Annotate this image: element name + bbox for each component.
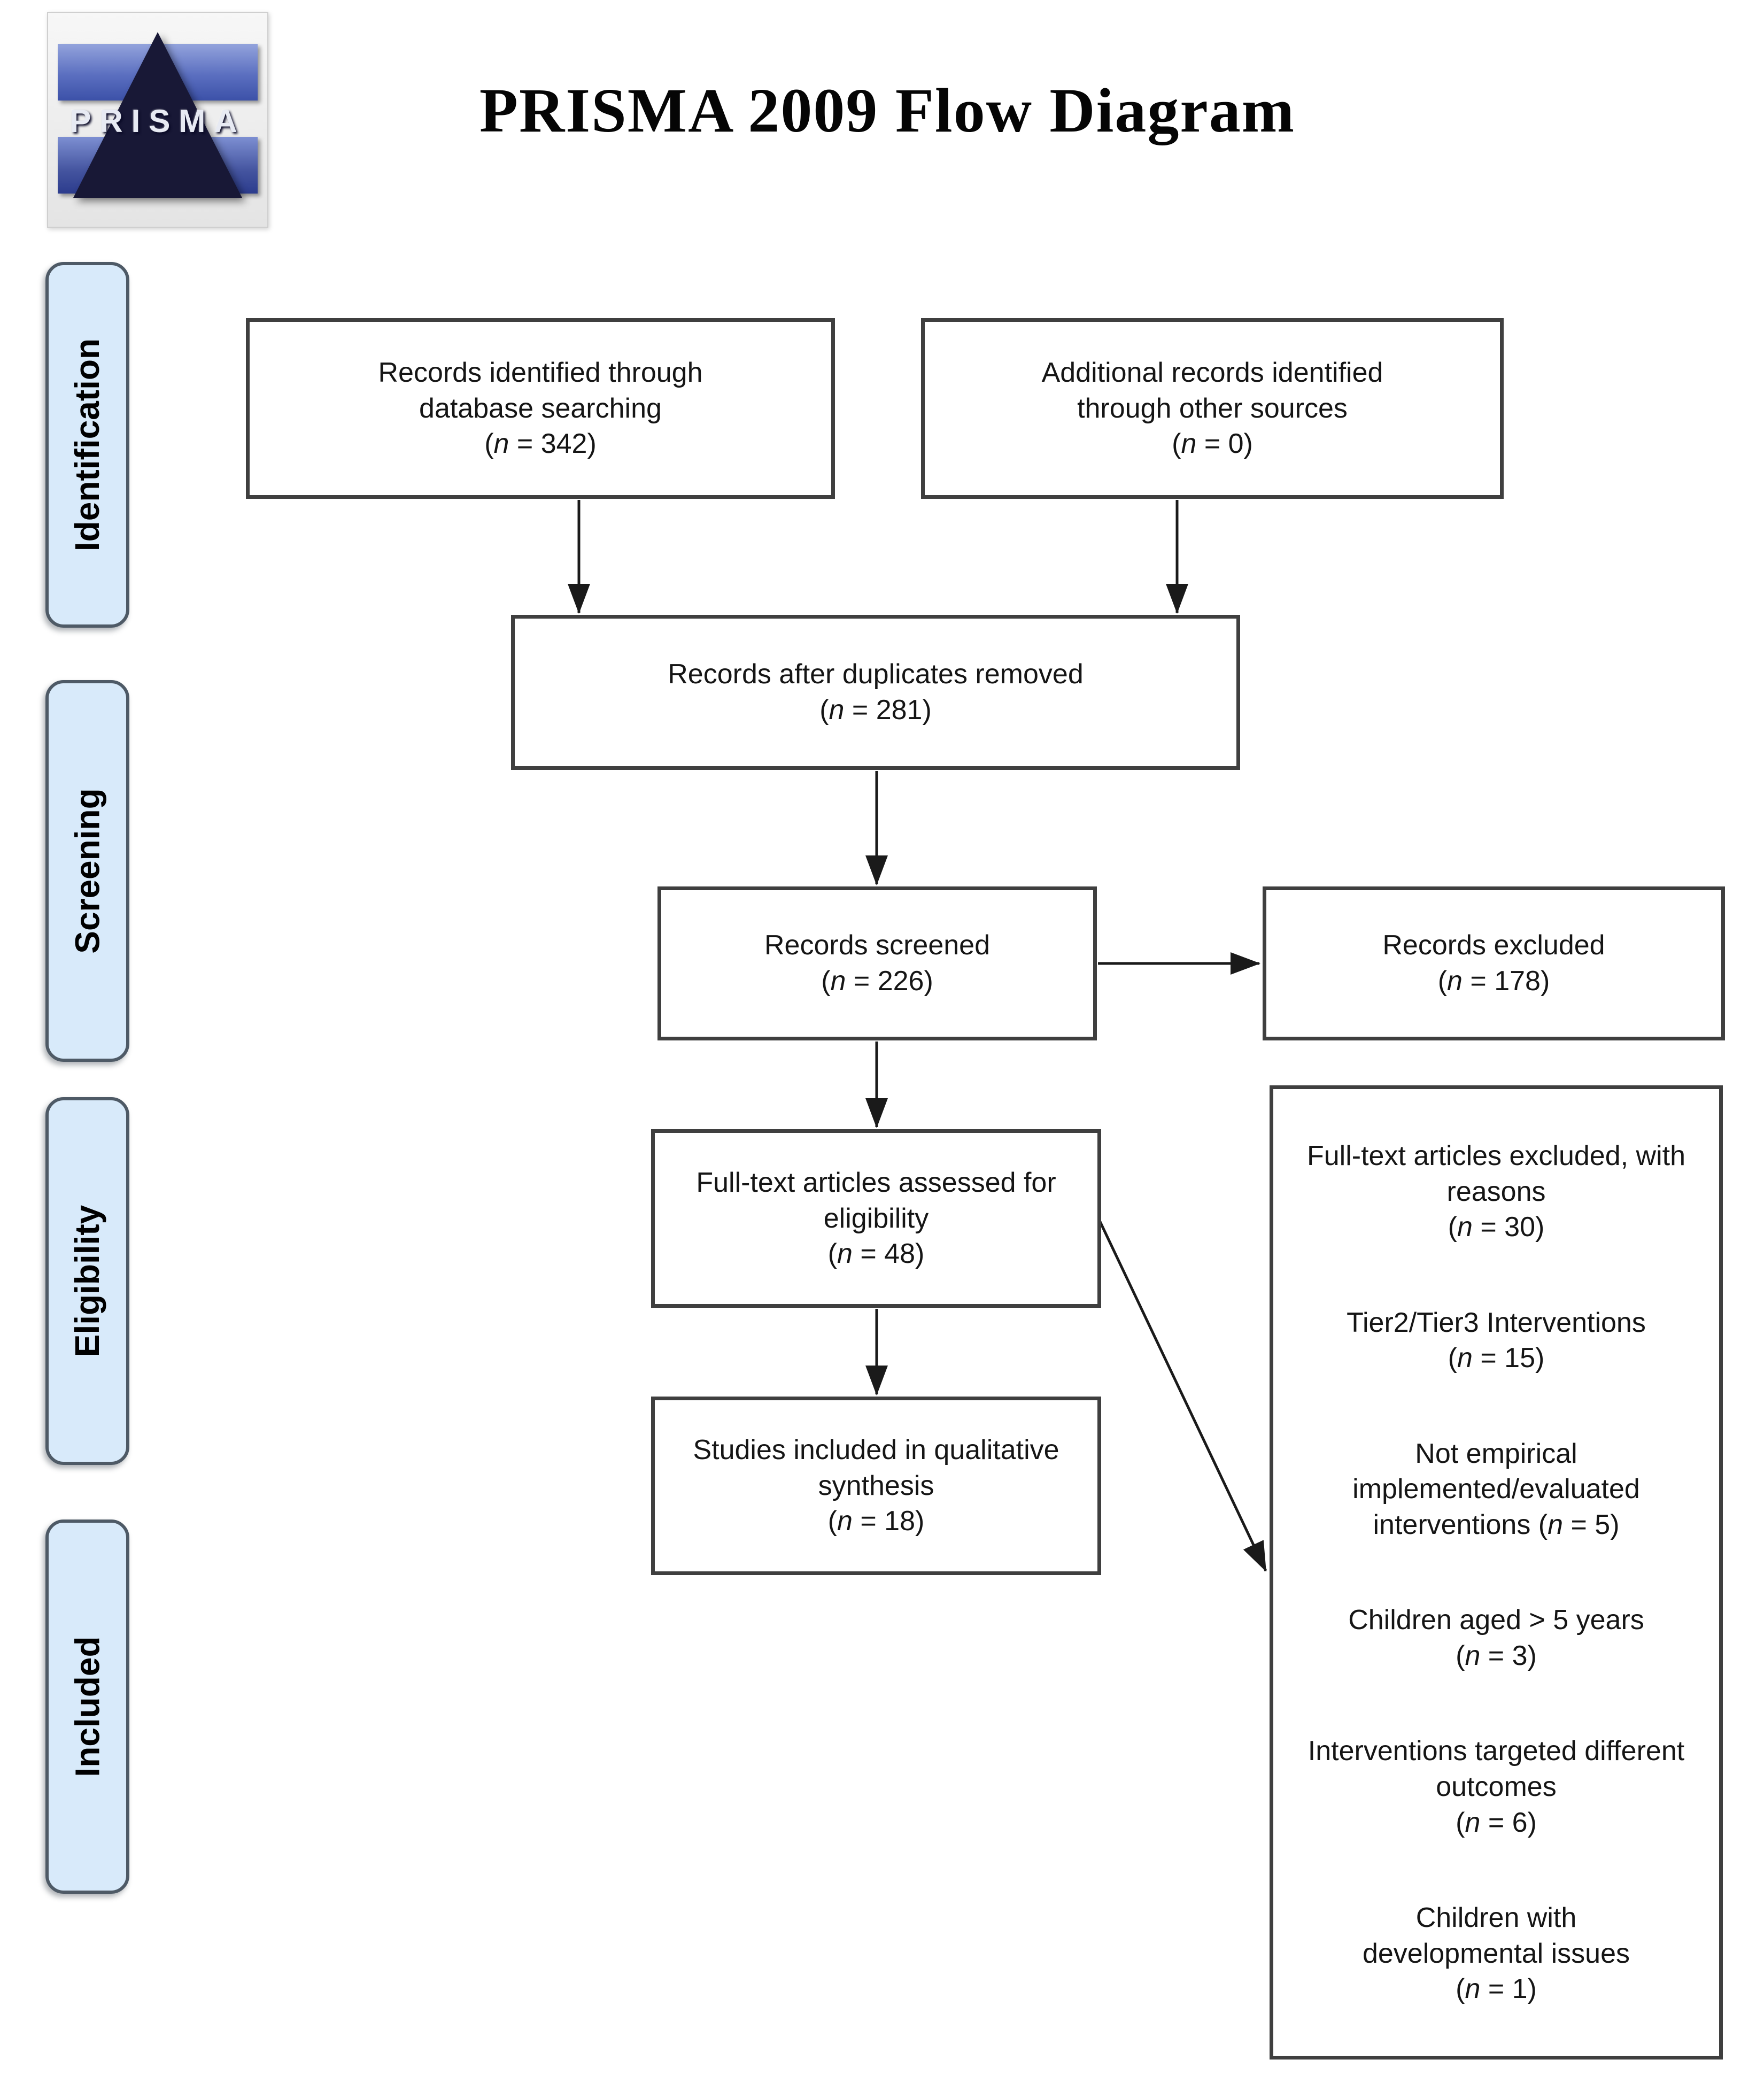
count-line: (n = 178) [1437, 966, 1550, 997]
reason-text: Full-text articles excluded, with reason… [1306, 1140, 1686, 1207]
exclusion-reason: Tier2/Tier3 Interventions (n = 15) [1347, 1305, 1646, 1376]
stage-label-identification: Identification [45, 262, 129, 628]
stage-label-text: Identification [68, 338, 107, 552]
reason-text: Children with developmental issues [1362, 1902, 1630, 1969]
exclusion-reason: Children with developmental issues (n = … [1330, 1900, 1662, 2007]
flow-box-fulltext-assessed: Full-text articles assessed for eligibil… [651, 1129, 1101, 1308]
box-text: Records identified through database sear… [378, 357, 703, 424]
page-title: PRISMA 2009 Flow Diagram [479, 75, 1296, 145]
exclusion-reason: Full-text articles excluded, with reason… [1301, 1138, 1691, 1245]
count-line: (n = 48) [827, 1238, 925, 1270]
flow-box-records-identified: Records identified through database sear… [246, 318, 835, 499]
box-text: Full-text articles assessed for eligibil… [696, 1167, 1056, 1234]
reason-text: Children aged > 5 years [1348, 1605, 1644, 1636]
flow-box-additional-records: Additional records identified through ot… [921, 318, 1504, 499]
arrow-fulltext-to-exclusion-reasons [1098, 1221, 1267, 1572]
logo-text: PRISMA [69, 103, 246, 139]
count-line: (n = 226) [821, 966, 933, 997]
count-line: (n = 15) [1448, 1343, 1545, 1374]
reason-text: Interventions targeted different outcome… [1307, 1736, 1685, 1803]
box-text: Records after duplicates removed [668, 659, 1084, 690]
stage-label-screening: Screening [45, 680, 129, 1062]
box-text: Records excluded [1382, 930, 1605, 961]
box-text: Studies included in qualitative synthesi… [693, 1434, 1059, 1501]
count-line: (n = 18) [827, 1506, 925, 1537]
count-line: (n = 1) [1456, 1973, 1537, 2005]
count-line: (n = 0) [1172, 428, 1253, 460]
reason-text: Tier2/Tier3 Interventions [1347, 1307, 1646, 1338]
stage-label-text: Included [68, 1636, 107, 1777]
reason-text: Not empirical implemented/evaluated inte… [1352, 1438, 1640, 1540]
flow-box-fulltext-excluded-reasons: Full-text articles excluded, with reason… [1270, 1085, 1723, 2060]
exclusion-reason: Not empirical implemented/evaluated inte… [1301, 1436, 1691, 1543]
prisma-logo: PRISMA [47, 12, 268, 228]
prisma-triangle-icon [73, 32, 242, 198]
stage-label-text: Screening [68, 788, 107, 954]
flow-box-studies-included: Studies included in qualitative synthesi… [651, 1397, 1101, 1575]
exclusion-reason: Interventions targeted different outcome… [1301, 1733, 1691, 1840]
box-text: Records screened [764, 930, 990, 961]
count-line: (n = 281) [819, 695, 932, 726]
count-line: (n = 6) [1456, 1807, 1537, 1838]
count-line: (n = 3) [1456, 1640, 1537, 1671]
stage-label-text: Eligibility [68, 1205, 107, 1357]
exclusion-reason: Children aged > 5 years (n = 3) [1348, 1602, 1644, 1673]
count-line: (n = 30) [1448, 1212, 1545, 1243]
flow-box-records-excluded: Records excluded (n = 178) [1263, 886, 1725, 1040]
flow-box-duplicates-removed: Records after duplicates removed (n = 28… [511, 615, 1240, 770]
stage-label-eligibility: Eligibility [45, 1097, 129, 1465]
box-text: Additional records identified through ot… [1041, 357, 1383, 424]
stage-label-included: Included [45, 1519, 129, 1894]
flow-box-records-screened: Records screened (n = 226) [657, 886, 1097, 1040]
count-line: (n = 342) [484, 428, 597, 460]
